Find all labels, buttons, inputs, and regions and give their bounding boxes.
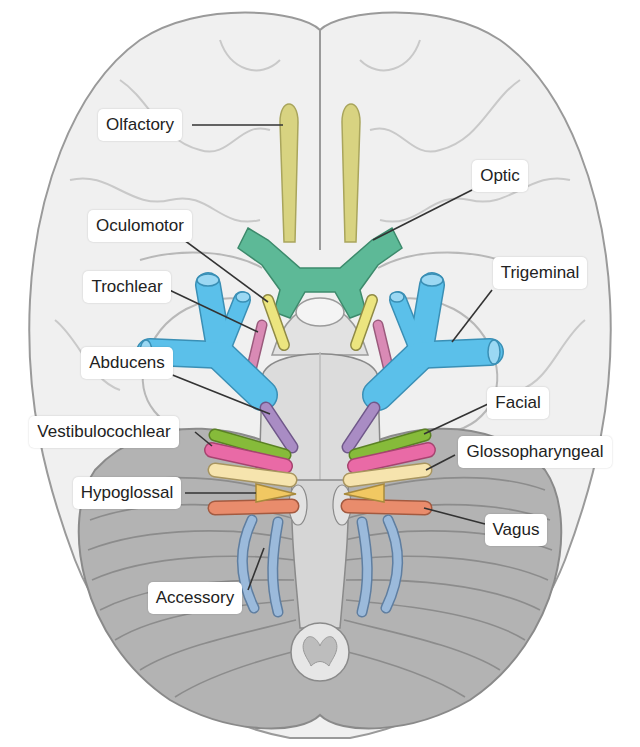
trigeminal-nerve [420, 352, 490, 355]
leader-line [452, 290, 492, 342]
cerebellar-fold [346, 556, 548, 580]
trigeminal-nerve [222, 300, 242, 350]
basilar-groove [319, 352, 321, 482]
nerve-label: Vagus [485, 514, 548, 546]
vagus-nerve [348, 506, 425, 508]
oculomotor-nerve [268, 300, 284, 345]
nerve-label: Optic [472, 160, 528, 192]
hypoglossal-nerve [256, 484, 296, 502]
cerebellar-fold [346, 580, 540, 610]
brain-outline [29, 13, 611, 739]
cerebellar-fold [175, 650, 300, 697]
gyrus-line [140, 252, 262, 268]
cerebellar-fold [88, 531, 296, 550]
cerebellar-fold [340, 650, 465, 697]
nerve-label: Abducens [81, 347, 173, 379]
longitudinal-fissure [319, 30, 321, 250]
nerve-label: Facial [487, 387, 548, 419]
oculomotor-nerve [356, 300, 372, 345]
nerve-cut-end [197, 274, 219, 286]
accessory-nerve [386, 520, 398, 608]
gyrus-line [370, 80, 520, 152]
leader-line [426, 455, 455, 470]
nerve-label: Vestibulocochlear [29, 416, 178, 448]
vagus-nerve [215, 506, 292, 508]
glossopharyngeal-nerve [215, 470, 290, 480]
glossopharyngeal-nerve [350, 470, 425, 480]
vagus-nerve [215, 506, 292, 508]
trigeminal-nerve [222, 300, 242, 350]
nerve-label: Trochlear [83, 271, 170, 303]
leader-line [185, 492, 256, 494]
nerve-cut-end [488, 340, 500, 364]
trigeminal-nerve [420, 352, 490, 355]
leader-line [373, 190, 472, 240]
accessory-nerve [362, 522, 367, 612]
optic-chiasm [238, 228, 402, 318]
nerve-cut-end [390, 292, 404, 302]
oculomotor-nerve [268, 300, 284, 345]
nerve-label: Accessory [148, 582, 242, 614]
abducens-nerve [348, 408, 374, 447]
vagus-nerve [348, 506, 425, 508]
accessory-nerve [243, 520, 255, 608]
glossopharyngeal-nerve [215, 470, 290, 480]
gyrus-line [360, 40, 420, 70]
leader-line [424, 404, 488, 434]
nerve-cut-end [236, 292, 250, 302]
accessory-nerve [386, 520, 398, 608]
cerebellar-fold [344, 620, 500, 670]
accessory-nerve [273, 522, 278, 612]
nerve-label: Olfactory [98, 109, 182, 141]
abducens-nerve [348, 408, 374, 447]
nerve-label: Trigeminal [493, 257, 588, 289]
leader-line [195, 432, 212, 446]
spinal-cord [291, 623, 349, 681]
leader-line [163, 287, 258, 332]
cerebellar-fold [346, 600, 525, 640]
oculomotor-nerve [356, 300, 372, 345]
accessory-nerve [243, 520, 255, 608]
nerve-cut-end [421, 274, 443, 286]
tuber-cinereum [296, 298, 344, 326]
gyrus-line [220, 40, 280, 70]
nerve-label: Oculomotor [88, 210, 192, 242]
gyrus-line [520, 320, 585, 390]
hypoglossal-nerve [344, 484, 384, 502]
accessory-nerve [362, 522, 367, 612]
leader-line [248, 548, 264, 590]
gyrus-line [378, 252, 500, 268]
cerebellar-fold [140, 620, 296, 670]
nerve-label: Hypoglossal [73, 477, 182, 509]
leader-line [192, 124, 283, 126]
accessory-nerve [273, 522, 278, 612]
cerebellar-fold [92, 556, 294, 580]
trigeminal-nerve [398, 300, 418, 350]
olfactory-nerve [342, 104, 360, 242]
glossopharyngeal-nerve [350, 470, 425, 480]
leader-line [424, 508, 485, 524]
nerve-label: Glossopharyngeal [458, 436, 611, 468]
trigeminal-nerve [398, 300, 418, 350]
grey-matter [303, 637, 337, 666]
